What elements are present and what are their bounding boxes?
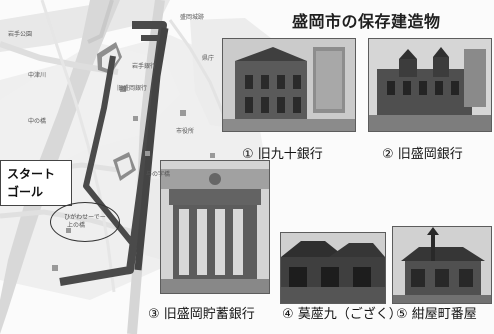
start-label: スタート [7,167,56,181]
caption-5: ⑤ 紺屋町番屋 [396,307,477,322]
map-label-city-hall: 市役所 [176,128,195,135]
map-label-yo-bridge: 与の字橋 [146,171,171,178]
map-label-iwate-bank: 岩手銀行 [132,63,157,70]
photo-konya-cho-banya [392,226,492,304]
photo-old-morioka-bank [368,38,492,132]
start-goal-label: スタート ゴール [0,160,72,206]
goal-label: ゴール [7,185,44,199]
caption-3: ③ 旧盛岡貯蓄銀行 [148,307,255,322]
photo-old-morioka-savings-bank [160,160,270,294]
start-goal-oval: ひがわせーでー [50,202,120,242]
photo-gozaku [280,232,386,304]
caption-4: ④ 茣蓙九（ござく） [282,307,402,322]
map-label-naka-bridge: 中の橋 [28,118,47,125]
map-label-castle: 盛岡城跡 [180,14,205,21]
map-label-old-bank: 旧盛岡銀行 [117,85,148,92]
caption-1: ① 旧九十銀行 [242,147,323,162]
photo-old-kyujyu-bank [222,38,356,132]
map-label-river: 中津川 [28,72,47,79]
map-label-prefecture: 県庁 [202,55,215,62]
page-title: 盛岡市の保存建造物 [292,12,441,31]
oval-label: ひがわせーでー [64,214,106,221]
caption-2: ② 旧盛岡銀行 [382,147,463,162]
map-label-park: 岩手公園 [8,31,33,38]
